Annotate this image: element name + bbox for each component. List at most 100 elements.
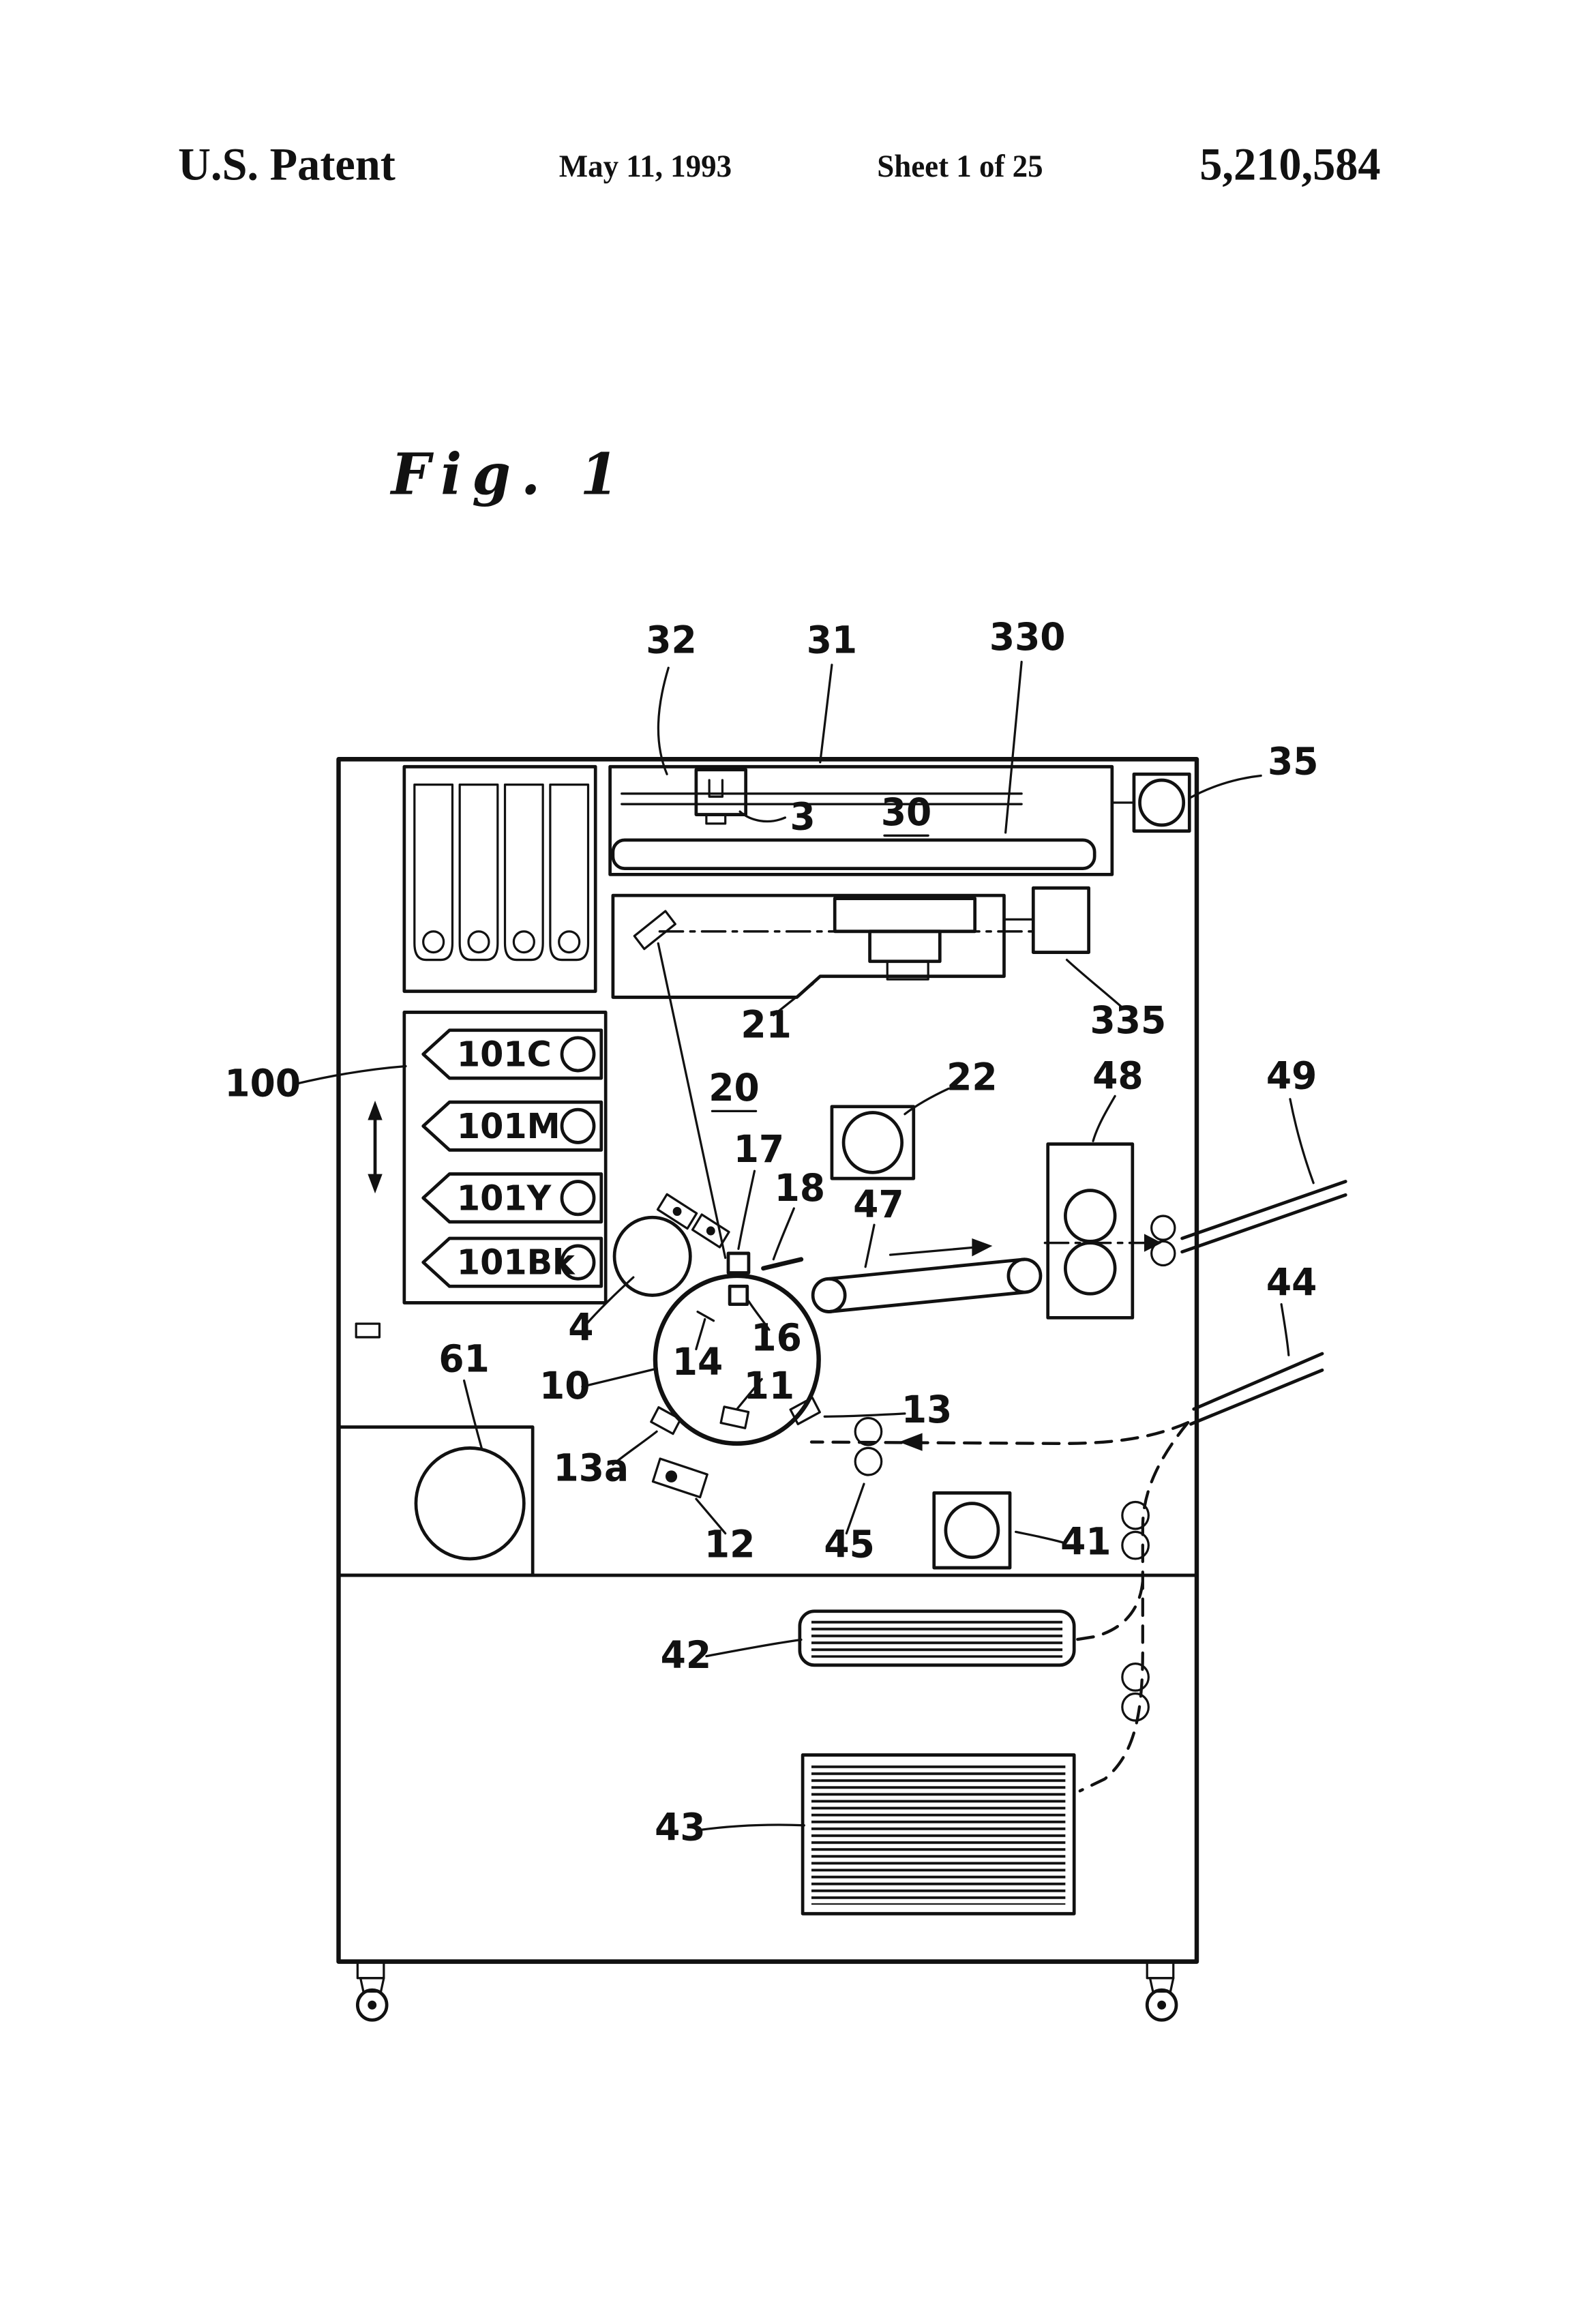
cartridge-label: 101C [457, 1034, 552, 1075]
photosensitive-drum [653, 1273, 821, 1446]
ref-label-17: 17 [734, 1127, 784, 1171]
caster-mount [356, 1960, 385, 1980]
machine-outline [336, 757, 1199, 1964]
unit-35-roller [1138, 778, 1186, 827]
patent-number: 5,210,584 [1199, 138, 1380, 190]
ref-label-47: 47 [853, 1183, 904, 1227]
ref-label-43: 43 [655, 1806, 705, 1849]
cartridge-label: 101Bk [457, 1242, 576, 1283]
manual-feed-44 [1189, 1352, 1324, 1426]
blade-pivot [706, 1226, 715, 1236]
feed-roller [1121, 1692, 1150, 1722]
lamp-housing [694, 768, 748, 816]
scanner-housing [608, 764, 1114, 876]
paper-path [809, 1420, 1190, 1793]
fixing-housing [1046, 1142, 1135, 1320]
caster-left [356, 1960, 389, 2022]
caster-mount [1146, 1960, 1175, 1980]
reg-roller-upper [854, 1416, 883, 1446]
ref-label-3: 3 [790, 795, 816, 839]
unit-22 [830, 1105, 916, 1180]
cartridge-shell [421, 1100, 603, 1152]
caster-wheel [356, 1988, 389, 2022]
registration-rollers-45 [854, 1416, 883, 1476]
toner-bottle-cap [512, 930, 535, 954]
laser-beam [657, 942, 727, 1260]
toner-bottle [503, 783, 544, 962]
machine-body [336, 757, 1199, 2022]
ref-label-18: 18 [775, 1166, 825, 1210]
feed-rollers [1121, 1500, 1150, 1722]
toner-bottle-cap [422, 930, 445, 954]
belt-top [827, 1257, 1026, 1281]
cartridge-roller [560, 1244, 596, 1281]
cartridge-roller [560, 1107, 596, 1144]
cleaner-12 [651, 1457, 708, 1499]
scanner-assembly [608, 764, 1135, 876]
toner-slot-1 [413, 783, 454, 962]
exit-section [1150, 1180, 1347, 1267]
blade-18 [761, 1257, 804, 1271]
feed-roller [1121, 1662, 1150, 1692]
unit-61 [337, 1425, 535, 1577]
lamp-filament [708, 779, 724, 798]
carriage-rail [611, 838, 1096, 871]
caster-wheel [1145, 1988, 1178, 2022]
cartridge-shell [421, 1236, 603, 1288]
toner-slot-2 [458, 783, 499, 962]
fixing-unit-48 [1046, 1142, 1135, 1320]
fixing-roller-lower [1064, 1241, 1117, 1296]
deflection-mirror [633, 910, 676, 951]
unit-41-roller [944, 1502, 1000, 1560]
cartridge-label: 101Y [457, 1178, 552, 1219]
unit-61-drum [414, 1446, 526, 1561]
paper-path-dashed [809, 1420, 1190, 1793]
ref-label-335: 335 [1090, 999, 1167, 1043]
polygon-motor [868, 929, 942, 964]
cartridge-stack-box [402, 1010, 608, 1305]
cartridge-101m: 101M [421, 1100, 603, 1152]
unit-41 [932, 1491, 1012, 1570]
ref-label-42: 42 [661, 1634, 711, 1678]
belt-bottom [827, 1290, 1026, 1314]
mark-14 [696, 1310, 715, 1322]
label-leader-lines [293, 660, 1315, 1832]
cartridge-roller [560, 1180, 596, 1217]
ref-label-41: 41 [1060, 1520, 1111, 1564]
laser-unit [611, 893, 1034, 1260]
toner-bottle [549, 783, 590, 962]
belt-pulley-right [1006, 1257, 1043, 1294]
cartridge-label: 101M [457, 1106, 561, 1146]
exposure-lamp-unit [694, 768, 748, 825]
toner-bottle-cap [467, 930, 490, 954]
blade-housing [656, 1193, 698, 1230]
toner-bottle-cap [558, 930, 581, 954]
arrow-head-down [368, 1174, 383, 1194]
cartridge-101c: 101C [421, 1028, 603, 1080]
tray-42-shell [798, 1609, 1076, 1667]
ref-label-35: 35 [1268, 740, 1318, 784]
ref-label-30: 30 [881, 790, 931, 834]
feed-roller [1121, 1500, 1150, 1530]
laser-body [833, 897, 977, 934]
paper-tray-43 [801, 1753, 1076, 1916]
unit-41-box [932, 1491, 1012, 1570]
cleaner-roller [665, 1470, 678, 1483]
cartridge-101y: 101Y [421, 1172, 603, 1224]
ref-label-48: 48 [1092, 1054, 1143, 1098]
fixing-roller-upper [1064, 1189, 1117, 1243]
tray-42-paper-stack [811, 1618, 1063, 1658]
sheet-number: Sheet 1 of 25 [877, 149, 1043, 184]
ref-label-13a: 13a [554, 1446, 629, 1490]
paper-tray-42 [798, 1609, 1076, 1667]
optical-and-feed-axis [658, 930, 1152, 1245]
exit-roller-upper [1150, 1215, 1176, 1241]
ref-label-22: 22 [946, 1056, 997, 1099]
toner-slot-3 [503, 783, 544, 962]
toner-bottle [458, 783, 499, 962]
reg-roller-lower [854, 1446, 883, 1476]
developing-roller-4 [612, 1215, 692, 1297]
output-tray-top [1180, 1180, 1347, 1240]
ref-label-330: 330 [989, 615, 1066, 659]
